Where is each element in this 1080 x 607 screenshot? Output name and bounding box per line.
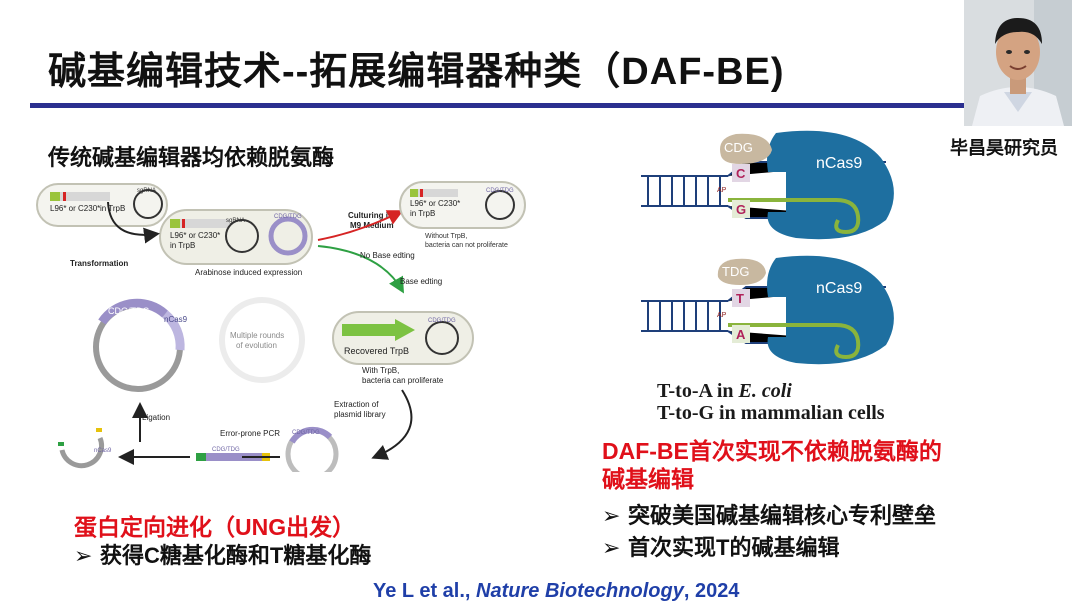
page-title: 碱基编辑技术--拓展编辑器种类（DAF-BE) (48, 51, 785, 93)
transformation-label: Transformation (70, 259, 128, 268)
cdg-tdg-label-2: CDG/TDG (274, 214, 302, 220)
sgrna-label-2: sgRNA (226, 218, 245, 224)
base-editing-label: Base edting (400, 277, 442, 286)
plasmid-library: CDG/TDG (285, 426, 339, 472)
cdg-tdg-label-6: CDG/TDG (212, 447, 240, 453)
researcher-photo (964, 0, 1072, 126)
no-base-editing-label: No Base edting (360, 251, 415, 260)
without-trpb-label-2: bacteria can not proliferate (425, 242, 508, 249)
bacterium-initial: sgRNA L96* or C230* in TrpB (36, 183, 168, 227)
bacterium-no-trpb: L96* or C230* in TrpB CDG/TDG (399, 181, 526, 229)
culturing-label: Culturing in (348, 211, 393, 220)
bacterium-transformed: L96* or C230* in TrpB sgRNA CDG/TDG (159, 209, 313, 265)
without-trpb-label: Without TrpB, (425, 233, 467, 240)
daf-be-highlight-1: DAF-BE首次实现不依赖脱氨酶的 (602, 438, 942, 464)
base-top-1: C (736, 166, 746, 181)
rounds-label-2: of evolution (236, 341, 277, 350)
ncas9-label-1: nCas9 (164, 315, 188, 324)
strain1-label-2: in TrpB (100, 204, 125, 213)
researcher-name: 毕昌昊研究员 (950, 138, 1058, 158)
base-bottom-1: G (736, 202, 746, 217)
linear-backbone: nCas9 (58, 428, 112, 469)
ap-label-2: AP (717, 312, 727, 319)
strain2-label: L96* or C230* (170, 231, 220, 240)
evolution-bullet: ➢获得C糖基化酶和T糖基化酶 (74, 543, 372, 568)
cdg-tdg-label-5: CDG/TDG (292, 430, 320, 436)
cdg-tdg-label-1: CDG/TDG (108, 306, 150, 316)
evolution-heading: 蛋白定向进化（UNG出发） (74, 514, 356, 540)
ligation-label: Ligation (142, 413, 170, 422)
legend-line-2: T-to-G in mammalian cells (657, 402, 885, 424)
bullet-arrow-icon: ➢ (602, 535, 621, 560)
ap-label-1: AP (717, 187, 727, 194)
strain2-label-2: in TrpB (170, 241, 195, 250)
base-top-2: T (736, 291, 744, 306)
arabinose-label: Arabinose induced expression (195, 268, 302, 277)
dna-diagram-cdg: CDG C AP G nCas9 (641, 130, 894, 240)
strain1-label: L96* or C230* (50, 204, 100, 213)
strain3-label-2: in TrpB (410, 209, 435, 218)
cdg-tdg-label-3: CDG/TDG (486, 188, 514, 194)
base-bottom-2: A (736, 327, 746, 342)
ncas9-label-linear: nCas9 (94, 448, 112, 454)
rounds-label: Multiple rounds (230, 331, 284, 340)
right-bullet-1: ➢突破美国碱基编辑核心专利壁垒 (602, 503, 937, 528)
directed-evolution-cycle-diagram: sgRNA L96* or C230* in TrpB L96* or C230… (36, 181, 526, 472)
title-divider (30, 103, 968, 108)
sgrna-label: sgRNA (137, 188, 156, 194)
error-prone-pcr-label: Error-prone PCR (220, 429, 280, 438)
extraction-label-2: plasmid library (334, 410, 386, 419)
cdg-tdg-label-4: CDG/TDG (428, 318, 456, 324)
extraction-label: Extraction of (334, 400, 379, 409)
strain3-label: L96* or C230* (410, 199, 460, 208)
with-trpb-label: With TrpB, (362, 366, 399, 375)
with-trpb-label-2: bacteria can proliferate (362, 376, 444, 385)
enzyme-label-tdg: TDG (722, 264, 749, 279)
right-bullet-2: ➢首次实现T的碱基编辑 (602, 535, 840, 560)
bullet-arrow-icon: ➢ (602, 503, 621, 528)
recovered-label: Recovered TrpB (344, 346, 409, 356)
bullet-arrow-icon: ➢ (74, 543, 93, 568)
citation: Ye L et al., Nature Biotechnology, 2024 (373, 580, 740, 602)
dna-diagram-tdg: TDG T AP A nCas9 (641, 255, 894, 365)
legend-line-1: T-to-A in E. coli (657, 380, 792, 402)
ncas9-label-top: nCas9 (816, 155, 862, 172)
daf-be-highlight-2: 碱基编辑 (602, 466, 694, 492)
left-heading: 传统碱基编辑器均依赖脱氨酶 (48, 145, 335, 170)
bacterium-recovered: Recovered TrpB CDG/TDG (332, 311, 474, 365)
ncas9-label-bottom: nCas9 (816, 280, 862, 297)
cdg-tdg-plasmid: CDG/TDG nCas9 (93, 298, 188, 392)
enzyme-label-cdg: CDG (724, 140, 753, 155)
